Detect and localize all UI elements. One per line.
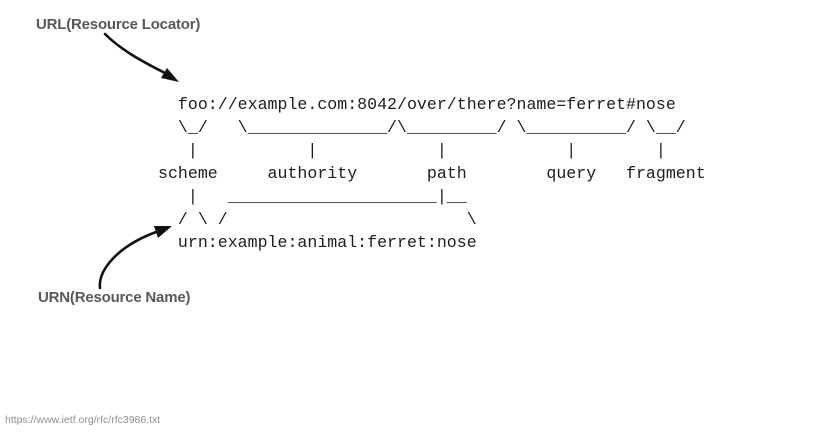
ascii-row-urn-bridge: | _____________________|__ <box>158 186 467 206</box>
ascii-row-urn: urn:example:animal:ferret:nose <box>158 232 477 252</box>
ascii-row-uri: foo://example.com:8042/over/there?name=f… <box>158 94 676 114</box>
url-callout-label: URL(Resource Locator) <box>36 16 201 33</box>
ascii-row-labels: scheme authority path query fragment <box>158 163 706 183</box>
urn-callout-label: URN(Resource Name) <box>38 289 191 306</box>
ascii-row-brackets: \_/ \______________/\_________/ \_______… <box>158 117 686 137</box>
uri-syntax-ascii-diagram: foo://example.com:8042/over/there?name=f… <box>158 93 706 254</box>
source-url-footer: https://www.ietf.org/rfc/rfc3986.txt <box>5 414 161 426</box>
ascii-row-stems: | | | | | <box>158 140 666 160</box>
ascii-row-urn-slash: / \ / \ <box>158 209 477 229</box>
url-callout-arrow <box>103 32 179 82</box>
